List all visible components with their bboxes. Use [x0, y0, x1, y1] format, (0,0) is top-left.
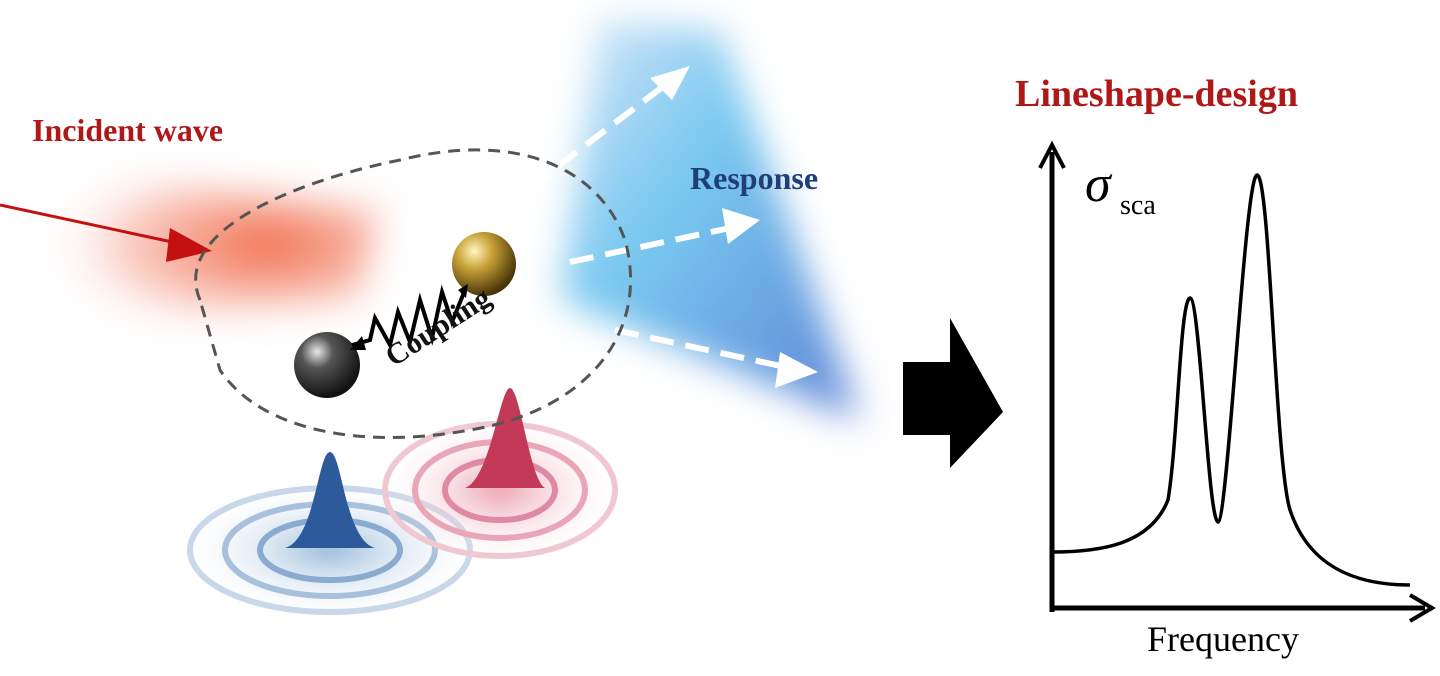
- incident-arrow: [0, 203, 201, 250]
- big-arrow-icon: [903, 318, 1003, 468]
- chart: [1038, 140, 1436, 623]
- response-arrows: [498, 82, 791, 371]
- incident-wave-label: Incident wave: [32, 112, 224, 148]
- response-cone: [560, 20, 860, 420]
- coupling-spring-icon: [351, 284, 467, 351]
- spring-arrowheads: [350, 284, 468, 350]
- red-ripple: [375, 388, 625, 565]
- x-axis-arrowhead: [1408, 593, 1436, 623]
- y-axis-label-symbol: σ: [1085, 156, 1111, 213]
- y-axis-arrowhead: [1038, 140, 1066, 169]
- incident-arrowhead: [166, 228, 212, 262]
- response-arrowheads: [650, 66, 818, 388]
- coupling-region-outline: [194, 148, 633, 439]
- scattering-spectrum-line: [1051, 173, 1411, 587]
- gold-nanosphere: [452, 232, 516, 296]
- lineshape-design-title: Lineshape-design: [1015, 73, 1298, 115]
- x-axis-label: Frequency: [1147, 619, 1299, 659]
- response-label: Response: [690, 160, 819, 196]
- dark-nanosphere: [294, 332, 360, 398]
- y-axis-label-subscript: sca: [1120, 190, 1156, 221]
